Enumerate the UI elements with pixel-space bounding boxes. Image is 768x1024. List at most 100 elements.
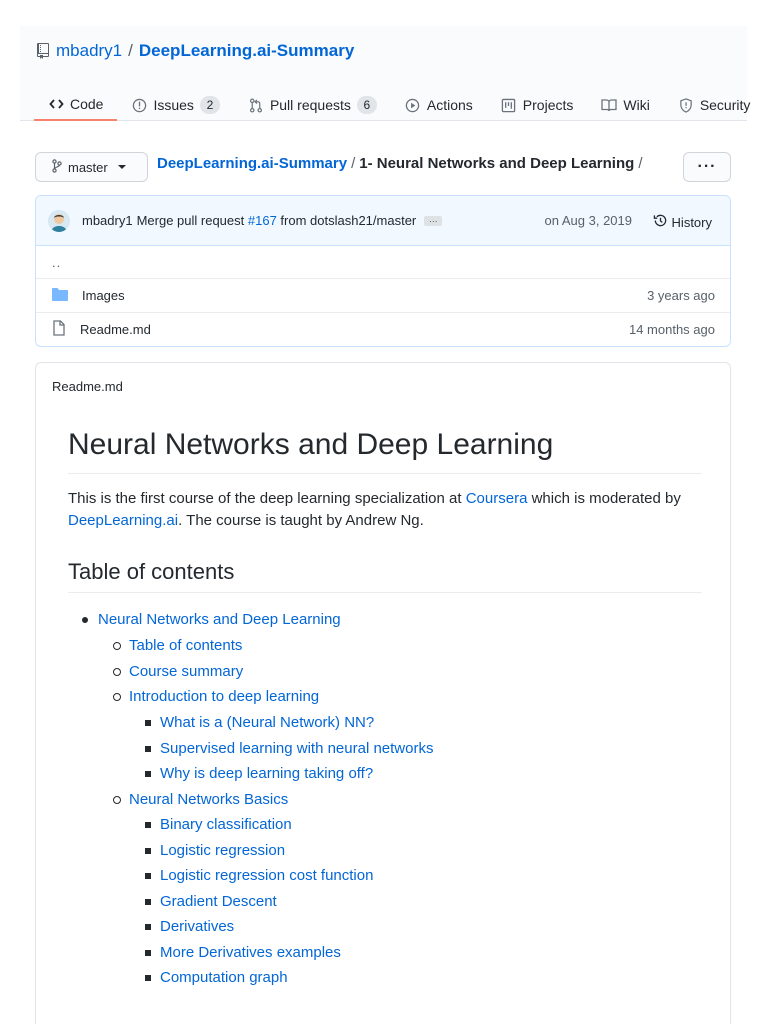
commit-date: on Aug 3, 2019 [544, 213, 632, 228]
toc-item: Logistic regression cost function [68, 863, 702, 889]
repo-tabs: Code Issues 2 Pull requests 6 Actions [34, 81, 764, 121]
bullet-icon [145, 847, 151, 854]
tab-label: Security [699, 97, 751, 113]
toc-item: Introduction to deep learning [68, 684, 702, 710]
toc-link[interactable]: Binary classification [160, 816, 292, 834]
tab-actions[interactable]: Actions [391, 81, 487, 121]
folder-icon [52, 287, 68, 304]
toc-link[interactable]: Logistic regression [160, 841, 286, 859]
breadcrumb-separator: / [638, 155, 643, 172]
bullet-icon [145, 924, 151, 931]
toc-item: Derivatives [68, 914, 702, 940]
bullet-icon [145, 898, 151, 905]
repo-name-link[interactable]: DeepLearning.ai-Summary [138, 41, 355, 60]
bullet-icon [113, 667, 121, 676]
toc-link[interactable]: Logistic regression cost function [160, 867, 374, 885]
more-options-button[interactable]: ··· [683, 152, 731, 182]
project-icon [501, 97, 517, 113]
play-icon [405, 97, 421, 113]
tab-label: Projects [522, 97, 574, 113]
tab-issues[interactable]: Issues 2 [117, 81, 233, 121]
toc-link[interactable]: More Derivatives examples [160, 943, 341, 961]
file-age: 14 months ago [628, 322, 715, 337]
toc-link[interactable]: Table of contents [129, 637, 243, 654]
avatar[interactable] [48, 209, 70, 232]
tab-label: Code [70, 96, 104, 112]
toc-link[interactable]: Supervised learning with neural networks [160, 739, 434, 757]
repo-separator: / [128, 41, 133, 60]
commit-author-link[interactable]: mbadry1 [82, 213, 133, 228]
tab-label: Pull requests [269, 97, 351, 113]
tab-pull-requests[interactable]: Pull requests 6 [234, 81, 391, 121]
tab-label: Issues [153, 97, 194, 113]
tab-security[interactable]: Security [664, 81, 765, 121]
coursera-link[interactable]: Coursera [465, 490, 528, 507]
breadcrumb-repo-link[interactable]: DeepLearning.ai-Summary [157, 155, 348, 172]
toc-link[interactable]: Gradient Descent [160, 892, 277, 910]
file-row-readme[interactable]: Readme.md 14 months ago [36, 312, 730, 346]
breadcrumb-separator: / [351, 155, 356, 172]
toc-item: Gradient Descent [68, 889, 702, 915]
file-age: 3 years ago [647, 288, 715, 303]
bullet-icon [145, 745, 151, 752]
toc-link[interactable]: Why is deep learning taking off? [160, 765, 374, 783]
deeplearning-ai-link[interactable]: DeepLearning.ai [68, 512, 179, 529]
file-list: mbadry1 Merge pull request #167 from dot… [35, 195, 731, 347]
readme-intro: This is the first course of the deep lea… [68, 488, 702, 532]
toc-item: Neural Networks Basics [68, 787, 702, 813]
toc-link[interactable]: Neural Networks and Deep Learning [98, 611, 341, 628]
toc-item: Computation graph [68, 965, 702, 991]
chevron-down-icon [117, 165, 126, 169]
toc-item: What is a (Neural Network) NN? [68, 710, 702, 736]
parent-directory-link[interactable]: .. [52, 254, 62, 270]
bullet-icon [113, 642, 121, 650]
expand-commit-button[interactable]: … [424, 214, 443, 226]
kebab-icon: ··· [697, 158, 717, 175]
history-link[interactable]: History [653, 213, 712, 231]
bullet-icon [145, 720, 151, 727]
commit-message-suffix: from dotslash21/master [280, 213, 417, 228]
branch-select-button[interactable]: master [35, 152, 148, 182]
readme-title: Neural Networks and Deep Learning [68, 425, 702, 474]
intro-text: . The course is taught by Andrew Ng. [178, 512, 424, 529]
issue-icon [131, 97, 147, 113]
readme-filename: Readme.md [52, 379, 123, 394]
file-row-images[interactable]: Images 3 years ago [36, 278, 730, 312]
toc-link[interactable]: Course summary [129, 662, 244, 680]
repo-header: mbadry1 / DeepLearning.ai-Summary Code I… [20, 26, 750, 121]
readme-content: Neural Networks and Deep Learning This i… [68, 425, 702, 991]
latest-commit-bar: mbadry1 Merge pull request #167 from dot… [36, 196, 730, 246]
toc-item: Table of contents [68, 633, 702, 659]
toc-link[interactable]: Derivatives [160, 918, 235, 936]
tab-label: Wiki [623, 97, 650, 113]
intro-text: which is moderated by [527, 490, 681, 507]
toc-link[interactable]: Computation graph [160, 969, 288, 987]
bullet-icon [82, 617, 88, 623]
toc-item: Neural Networks and Deep Learning [68, 607, 702, 633]
breadcrumb-current-folder: 1- Neural Networks and Deep Learning [359, 155, 635, 172]
toc-heading: Table of contents [68, 558, 702, 593]
bullet-icon [145, 975, 151, 982]
repo-owner-link[interactable]: mbadry1 [56, 41, 123, 60]
readme-panel: Readme.md Neural Networks and Deep Learn… [35, 362, 731, 1024]
file-name[interactable]: Images [82, 288, 125, 303]
toc-link[interactable]: Neural Networks Basics [129, 790, 289, 808]
bullet-icon [145, 949, 151, 956]
bullet-icon [145, 822, 151, 829]
file-name[interactable]: Readme.md [80, 322, 151, 337]
toc-item: Supervised learning with neural networks [68, 736, 702, 762]
tab-code[interactable]: Code [34, 81, 118, 121]
pull-request-link[interactable]: #167 [247, 213, 277, 228]
code-icon [48, 96, 64, 112]
toc-item: More Derivatives examples [68, 940, 702, 966]
tab-projects[interactable]: Projects [487, 81, 588, 121]
tab-wiki[interactable]: Wiki [587, 81, 663, 121]
toc-link[interactable]: What is a (Neural Network) NN? [160, 714, 375, 732]
shield-icon [678, 97, 694, 113]
breadcrumb: DeepLearning.ai-Summary / 1- Neural Netw… [157, 155, 642, 172]
file-icon [52, 320, 66, 339]
pull-request-icon [248, 97, 264, 113]
branch-label: master [68, 159, 108, 175]
toc-link[interactable]: Introduction to deep learning [129, 688, 320, 706]
commit-message-prefix: Merge pull request [136, 213, 245, 228]
